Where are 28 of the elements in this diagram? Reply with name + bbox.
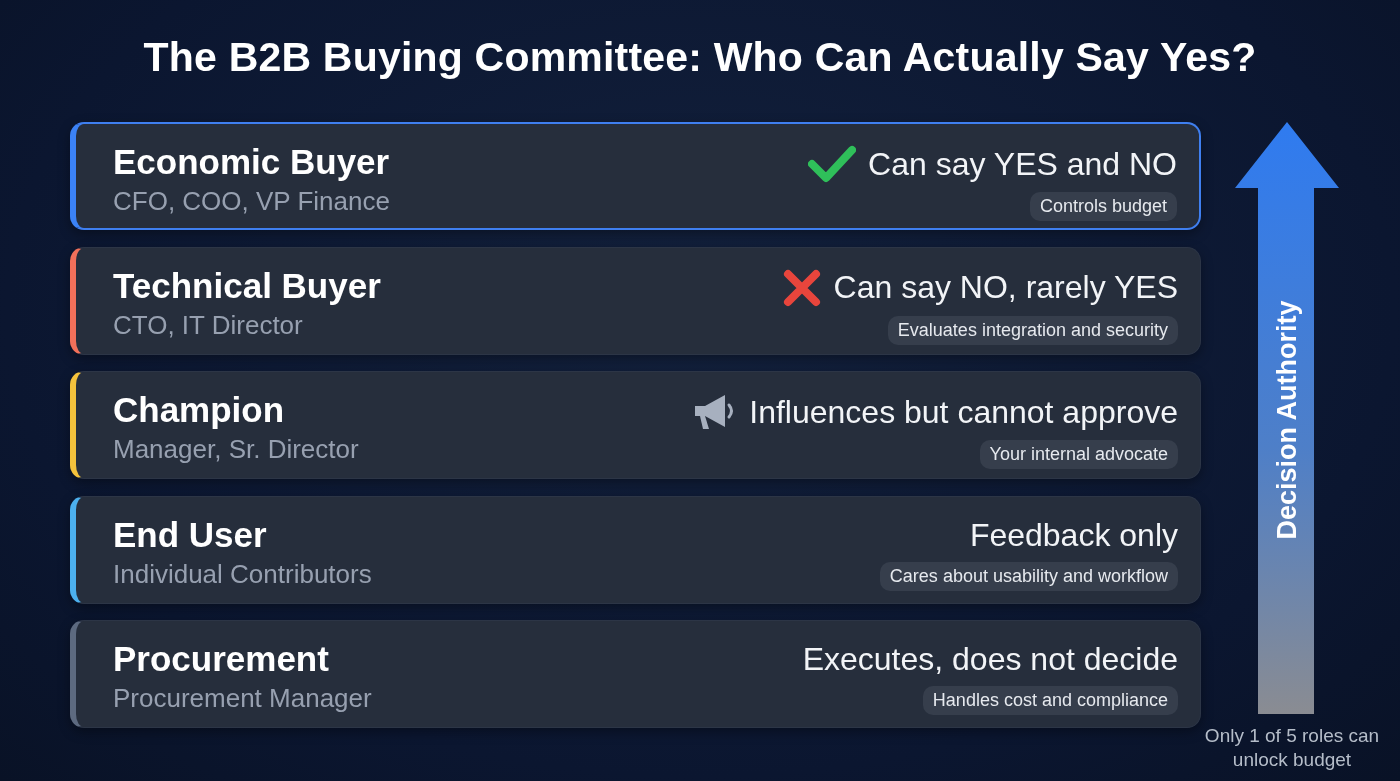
- role-card: [70, 371, 1201, 479]
- authority-text: Influences but cannot approve: [749, 393, 1178, 431]
- authority-text: Executes, does not decide: [802, 641, 1178, 678]
- role-titles: Individual Contributors: [113, 558, 372, 590]
- role-titles: CFO, COO, VP Finance: [113, 186, 390, 217]
- role-card: [70, 495, 1201, 604]
- note-tag: Handles cost and compliance: [922, 686, 1178, 715]
- authority-text: Can say YES and NO: [868, 145, 1177, 183]
- role-name: Technical Buyer: [113, 265, 381, 306]
- role-card: [70, 122, 1201, 230]
- role-titles: CTO, IT Director: [113, 309, 303, 341]
- authority-text: Feedback only: [969, 516, 1178, 554]
- role-card: [70, 246, 1201, 355]
- role-titles: Manager, Sr. Director: [113, 434, 359, 465]
- axis-label: Decision Authority: [1271, 300, 1303, 540]
- footnote: Only 1 of 5 roles can unlock budget: [1203, 724, 1381, 772]
- title: The B2B Buying Committee: Who Can Actually Say Yes?: [143, 34, 1257, 81]
- role-titles: Procurement Manager: [113, 683, 372, 714]
- role-card: [70, 620, 1201, 728]
- authority-text: Can say NO, rarely YES: [833, 269, 1178, 306]
- note-tag: Controls budget: [1029, 192, 1177, 221]
- role-name: Economic Buyer: [113, 142, 390, 182]
- role-name: Procurement: [113, 639, 329, 679]
- role-name: Champion: [113, 390, 285, 430]
- note-tag: Cares about usability and workflow: [879, 561, 1178, 591]
- note-tag: Evaluates integration and security: [887, 315, 1178, 345]
- note-tag: Your internal advocate: [979, 440, 1178, 469]
- role-name: End User: [113, 514, 267, 555]
